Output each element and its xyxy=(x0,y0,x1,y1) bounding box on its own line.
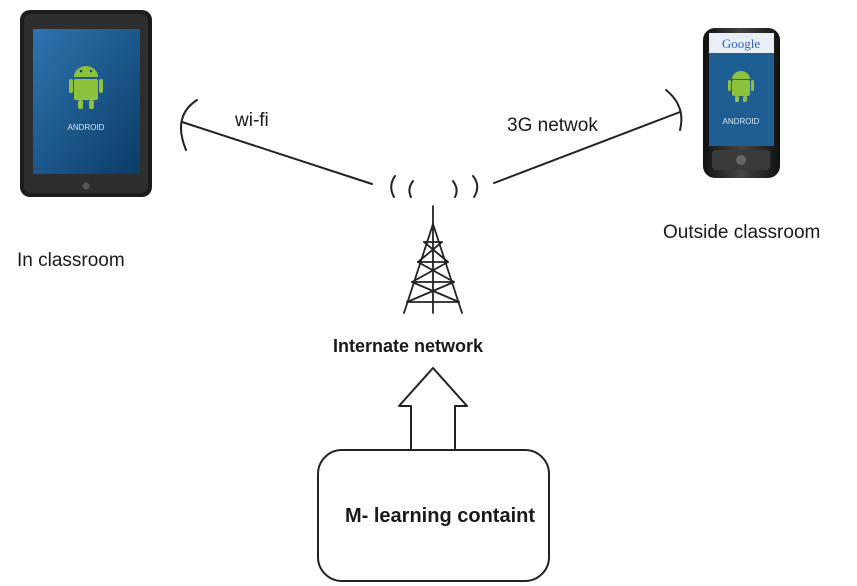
wifi-label: wi-fi xyxy=(235,110,269,131)
signal-wave-left-outer xyxy=(390,175,396,198)
tablet-device: ANDROID xyxy=(20,10,152,197)
wifi-line xyxy=(181,121,373,185)
wifi-arrowhead xyxy=(179,99,198,151)
3g-network-label: 3G netwok xyxy=(507,115,598,136)
connection-lines xyxy=(179,89,683,582)
phone-screen-text: ANDROID xyxy=(723,117,760,126)
up-arrow xyxy=(398,367,468,451)
content-box xyxy=(317,449,550,582)
tablet-android-icon xyxy=(69,66,103,109)
phone-android-icon xyxy=(728,71,754,102)
phone-screen-header: Google xyxy=(722,36,761,51)
3g-arrowhead xyxy=(665,89,683,131)
outside-classroom-label: Outside classroom xyxy=(663,222,821,243)
tablet-screen xyxy=(33,29,140,174)
3g-line xyxy=(493,111,681,184)
internet-network-label: Internate network xyxy=(333,336,484,356)
content-box-label: M- learning containt xyxy=(345,505,535,527)
tower-icon xyxy=(403,205,463,314)
signal-wave-left-inner xyxy=(408,180,414,198)
tablet-screen-text: ANDROID xyxy=(68,123,105,132)
signal-wave-right-outer xyxy=(472,175,479,198)
in-classroom-label: In classroom xyxy=(17,250,125,271)
phone-device: Google ANDROID xyxy=(703,28,780,178)
signal-wave-right-inner xyxy=(452,180,458,198)
